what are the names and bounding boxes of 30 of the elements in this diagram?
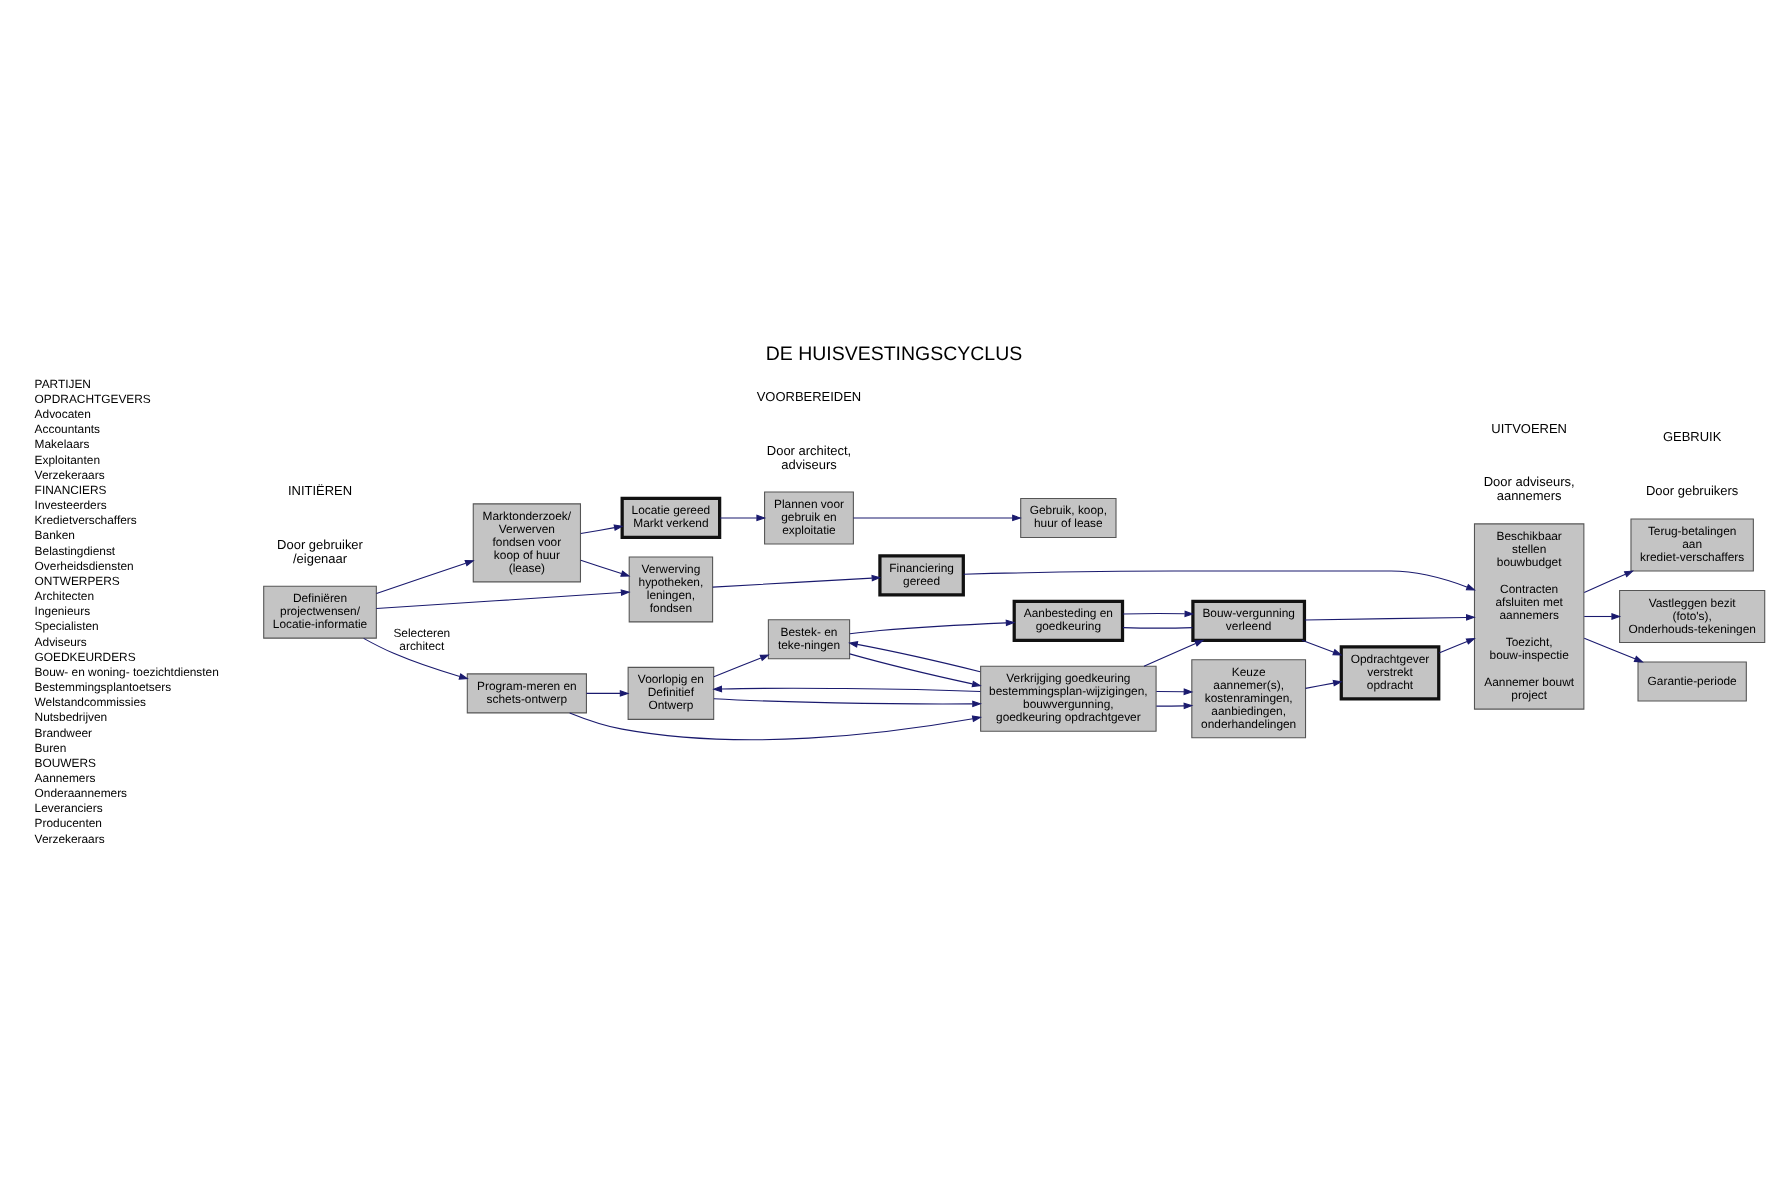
arrow — [1155, 688, 1194, 696]
arrow — [848, 641, 981, 673]
arrow — [1122, 610, 1195, 618]
arrow — [712, 574, 882, 588]
arrow — [1304, 614, 1476, 621]
arrow — [580, 524, 624, 535]
arrow — [1143, 639, 1205, 667]
arrow — [375, 560, 475, 594]
arrow — [1155, 702, 1194, 710]
arrow — [713, 654, 770, 678]
diagram-title: DE HUISVESTINGSCYCLUS — [765, 344, 1023, 367]
arrow — [363, 637, 469, 680]
arrow — [849, 653, 982, 688]
arrow — [713, 698, 982, 708]
arrow — [1438, 637, 1476, 654]
arrow — [719, 514, 767, 522]
arrow — [1301, 639, 1343, 656]
arrow — [852, 514, 1022, 522]
arrow — [585, 689, 630, 697]
arrow — [1583, 637, 1644, 663]
arrow — [569, 712, 982, 741]
connector — [1122, 627, 1194, 629]
arrow — [1305, 679, 1343, 689]
arrow — [849, 619, 1016, 635]
arrow — [712, 685, 981, 693]
arrow — [1583, 570, 1635, 594]
arrow — [580, 559, 631, 577]
arrow — [963, 570, 1476, 591]
arrow — [375, 589, 631, 610]
arrow — [1583, 613, 1622, 620]
